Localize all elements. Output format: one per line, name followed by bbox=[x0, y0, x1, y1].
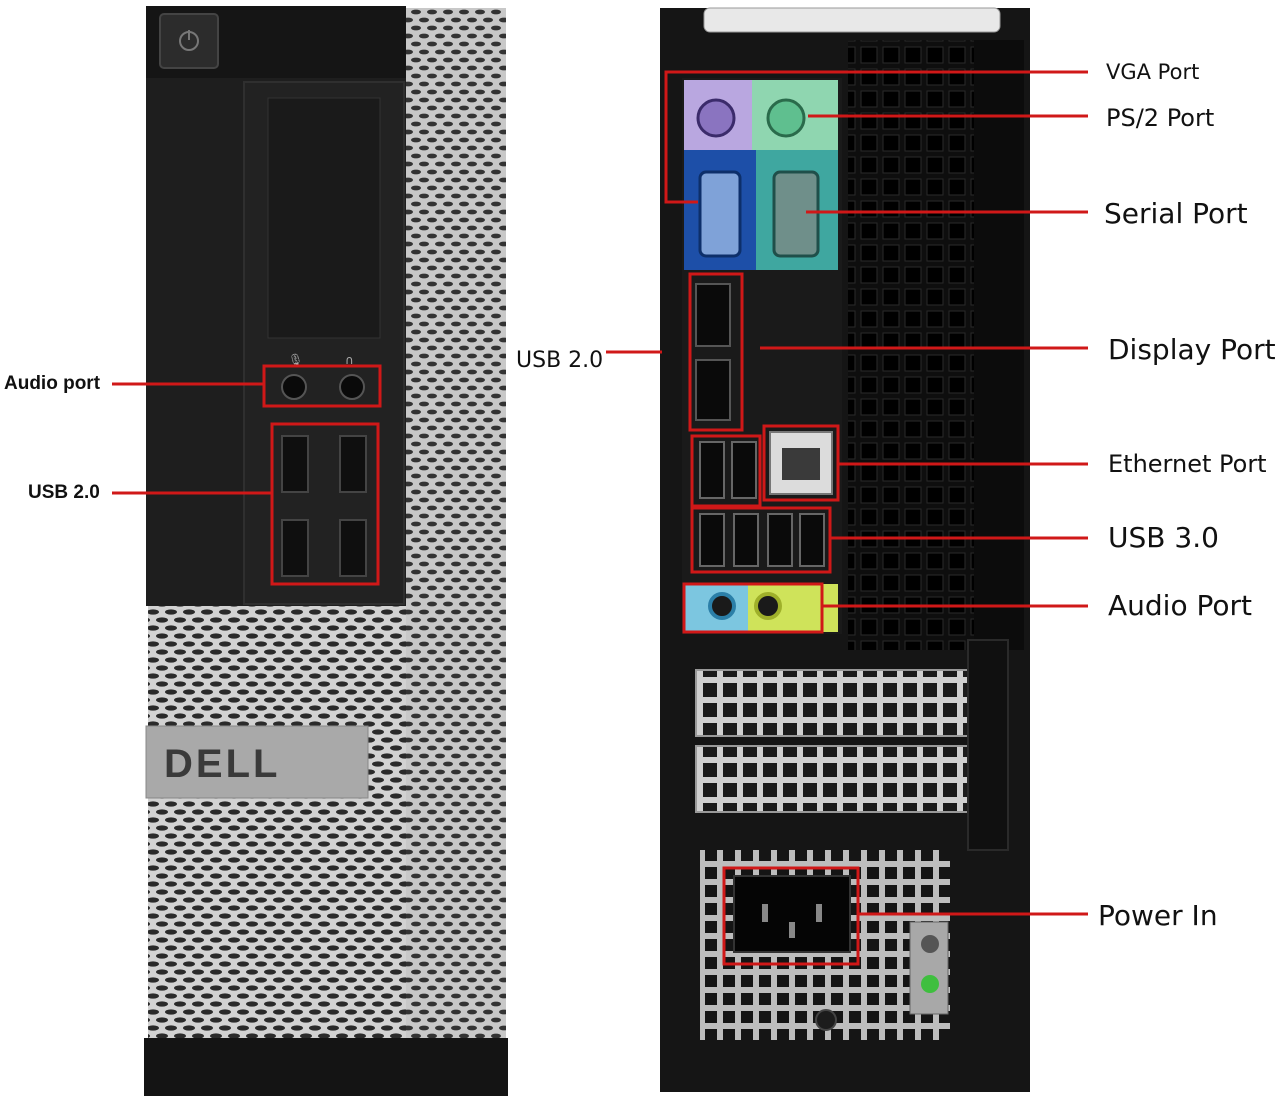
ethernet-port-label: Ethernet Port bbox=[1108, 450, 1267, 478]
front-audio-port-label: Audio port bbox=[4, 373, 101, 394]
display-port-1[interactable] bbox=[695, 283, 731, 347]
callouts bbox=[112, 70, 1088, 966]
front-base bbox=[144, 1038, 508, 1096]
psu-status-led bbox=[921, 975, 939, 993]
rear-usb2-label: USB 2.0 bbox=[516, 348, 604, 373]
serial-port[interactable] bbox=[772, 170, 820, 258]
rear-audio-highlight bbox=[682, 582, 824, 634]
power-button[interactable] bbox=[159, 13, 219, 69]
usb3-label: USB 3.0 bbox=[1108, 521, 1219, 554]
front-audio-highlight bbox=[262, 364, 382, 408]
rear-audio-port-label: Audio Port bbox=[1108, 589, 1252, 622]
front-audio-jacks: 🎙 ∩ bbox=[281, 353, 365, 400]
ps2-mouse-port[interactable] bbox=[766, 98, 806, 138]
display-port-label: Display Port bbox=[1108, 333, 1276, 366]
chassis-screw bbox=[815, 1009, 837, 1031]
front-lower-mesh bbox=[148, 606, 406, 1038]
usb3-highlight bbox=[690, 506, 832, 574]
line-out-jack[interactable] bbox=[754, 592, 782, 620]
front-usb-port[interactable] bbox=[281, 519, 309, 577]
front-usb-highlight bbox=[270, 422, 380, 586]
rear-usb2-highlight bbox=[690, 434, 762, 508]
vga-port-label: VGA Port bbox=[1106, 60, 1200, 84]
dell-logo: DELL bbox=[164, 742, 281, 786]
mic-jack[interactable] bbox=[281, 374, 307, 400]
ps2-keyboard-port[interactable] bbox=[696, 98, 736, 138]
power-in-label: Power In bbox=[1098, 899, 1218, 932]
brand-plate bbox=[145, 725, 369, 799]
power-socket[interactable] bbox=[733, 875, 851, 953]
rear-usb3-port[interactable] bbox=[733, 513, 759, 567]
headphone-jack[interactable] bbox=[339, 374, 365, 400]
expansion-slot-1 bbox=[695, 669, 969, 737]
vga-port[interactable] bbox=[698, 170, 742, 258]
back-handle bbox=[703, 7, 1001, 33]
rear-usb2-port[interactable] bbox=[731, 441, 757, 499]
power-in-highlight bbox=[722, 866, 860, 966]
front-usb-label: USB 2.0 bbox=[28, 482, 100, 503]
front-view: 🎙 ∩ bbox=[144, 6, 508, 1096]
vga-leader bbox=[664, 70, 1088, 204]
display-port-2[interactable] bbox=[695, 359, 731, 421]
back-view bbox=[660, 7, 1030, 1092]
back-vent-grid bbox=[848, 40, 974, 650]
rear-usb3-port[interactable] bbox=[799, 513, 825, 567]
front-usb-port[interactable] bbox=[339, 519, 367, 577]
serial-port-label: Serial Port bbox=[1104, 197, 1248, 230]
svg-text:🎙: 🎙 bbox=[288, 353, 303, 367]
front-side-mesh bbox=[404, 8, 506, 1038]
psu-test-button[interactable] bbox=[921, 935, 939, 953]
front-usb-port[interactable] bbox=[339, 435, 367, 493]
line-in-jack[interactable] bbox=[708, 592, 736, 620]
svg-text:∩: ∩ bbox=[345, 353, 354, 367]
rear-usb2-port[interactable] bbox=[699, 441, 725, 499]
expansion-slot-2 bbox=[695, 745, 969, 813]
front-usb-ports bbox=[281, 435, 367, 577]
rear-usb3-port[interactable] bbox=[767, 513, 793, 567]
ps2-port-label: PS/2 Port bbox=[1106, 104, 1215, 132]
front-usb-port[interactable] bbox=[281, 435, 309, 493]
rear-usb3-port[interactable] bbox=[699, 513, 725, 567]
display-port-highlight bbox=[688, 272, 744, 432]
